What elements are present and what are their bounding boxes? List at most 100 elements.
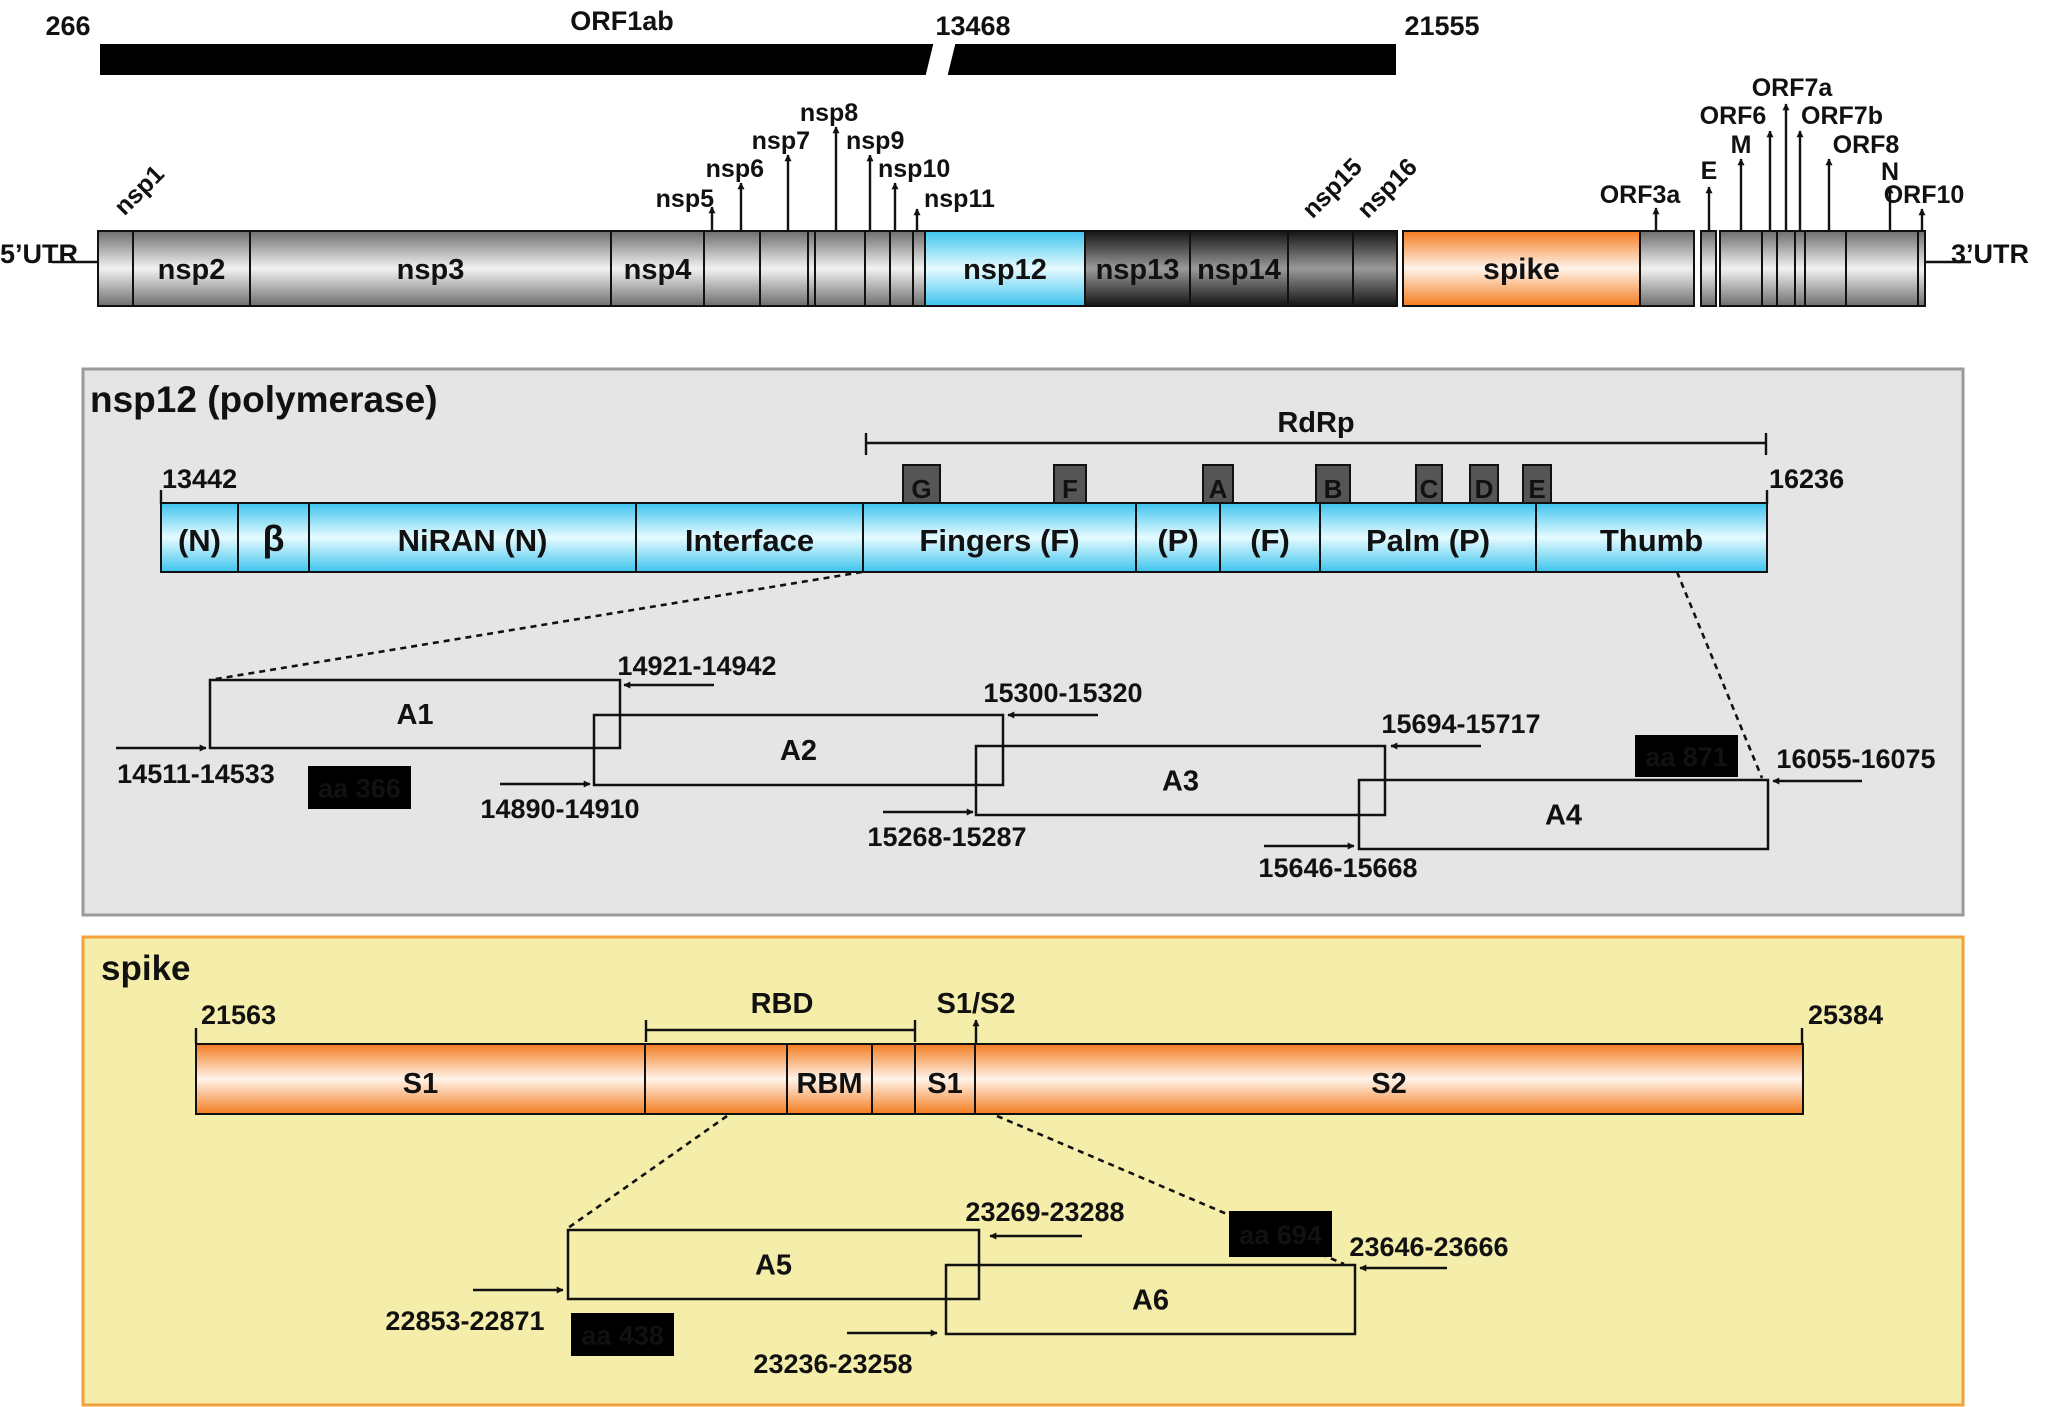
- nsp12-domain-label-3: Interface: [685, 523, 814, 558]
- primer-label-15694-15717: 15694-15717: [1381, 709, 1540, 739]
- nsp12-domain-label-4: Fingers (F): [919, 523, 1079, 558]
- motif-label-F: F: [1062, 474, 1078, 504]
- segment-nsp15: [1287, 230, 1354, 307]
- spike-panel-title: spike: [101, 949, 191, 988]
- aa-tag-box-1: [1229, 1211, 1332, 1257]
- aa-tag-aa-694: aa 694: [1239, 1220, 1322, 1250]
- spike-domain-label-4: S1: [927, 1068, 962, 1100]
- callout-n: N: [1881, 158, 1899, 186]
- callout-orf7b: ORF7b: [1801, 102, 1883, 130]
- spike-aa-tags: aa 438 aa 694: [571, 1211, 1332, 1356]
- amplicon-a6: [944, 1263, 1357, 1336]
- segment-orf7b: [1794, 230, 1806, 307]
- callout-nsp6: nsp6: [706, 155, 764, 183]
- motif-label-A: A: [1209, 474, 1228, 504]
- segment-label-nsp14: nsp14: [1197, 254, 1281, 286]
- amplicon-label-a5: A5: [755, 1250, 792, 1282]
- primer-label-22853-22871: 22853-22871: [385, 1306, 544, 1336]
- segment-nsp1: [97, 230, 134, 307]
- segment-orf7a: [1776, 230, 1796, 307]
- spike-domain-label-0: S1: [403, 1068, 438, 1100]
- zoom-line-left: [209, 570, 863, 682]
- nsp12-domain-6: [1219, 502, 1321, 573]
- motif-box-E: [1522, 464, 1552, 509]
- orf1ab-break: 13468: [935, 11, 1010, 41]
- spike-domain-5: [974, 1043, 1804, 1115]
- aa-tag-box-0: [308, 766, 411, 809]
- rbd-label: RBD: [751, 988, 814, 1020]
- rdrp-label: RdRp: [1277, 407, 1354, 439]
- nsp12-domain-label-7: Palm (P): [1366, 523, 1490, 558]
- segment-nsp3: [249, 230, 612, 307]
- callout-e: E: [1701, 157, 1718, 185]
- spike-domain-0: [195, 1043, 646, 1115]
- segment-orf3a: [1639, 230, 1695, 307]
- segment-orf8: [1804, 230, 1847, 307]
- motif-box-G: [902, 464, 941, 509]
- spike-zoom-line-right: [996, 1114, 1345, 1266]
- amplicon-a4: [1357, 778, 1770, 851]
- nsp12-domain-label-8: Thumb: [1600, 523, 1703, 558]
- callout-m: M: [1731, 131, 1752, 159]
- utr3-label: 3’UTR: [1951, 239, 2029, 269]
- zoom-line-right: [1675, 571, 1764, 779]
- segment-nsp6: [759, 230, 809, 307]
- nsp12-domain-0: [160, 502, 239, 573]
- segment-nsp7: [807, 230, 816, 307]
- amplicon-label-a2: A2: [780, 735, 817, 767]
- primer-label-15300-15320: 15300-15320: [983, 678, 1142, 708]
- segment-e: [1700, 230, 1717, 307]
- amplicon-label-a6: A6: [1132, 1285, 1169, 1317]
- callout-orf3a: ORF3a: [1600, 181, 1682, 209]
- callout-nsp15: nsp15: [1297, 153, 1368, 224]
- callout-nsp5: nsp5: [656, 185, 714, 213]
- callout-orf8: ORF8: [1833, 131, 1900, 159]
- segment-label-nsp13: nsp13: [1096, 254, 1180, 286]
- primer-label-14511-14533: 14511-14533: [117, 759, 275, 789]
- nsp12-domain-4: [862, 502, 1137, 573]
- segment-m: [1719, 230, 1763, 307]
- spike-domain-1: [644, 1043, 788, 1115]
- callout-nsp11: nsp11: [924, 185, 995, 213]
- callout-orf10: ORF10: [1884, 181, 1965, 209]
- motif-label-D: D: [1475, 474, 1494, 504]
- amplicon-label-a3: A3: [1162, 766, 1199, 798]
- segment-nsp2: [132, 230, 251, 307]
- nsp12-domain-3: [635, 502, 864, 573]
- nsp12-domain-label-0: (N): [178, 523, 221, 558]
- primer-label-15268-15287: 15268-15287: [867, 822, 1026, 852]
- motif-label-C: C: [1420, 474, 1439, 504]
- nsp12-domain-label-1: β: [263, 518, 285, 559]
- nsp12-domain-8: [1535, 502, 1768, 573]
- callout-nsp7: nsp7: [752, 127, 810, 155]
- segment-label-nsp3: nsp3: [397, 254, 465, 286]
- nsp12-domain-2: [308, 502, 637, 573]
- motif-box-D: [1469, 464, 1499, 509]
- callout-nsp10: nsp10: [878, 155, 950, 183]
- segment-nsp9: [864, 230, 891, 307]
- nsp12-domain-label-2: NiRAN (N): [398, 523, 548, 558]
- callout-orf6: ORF6: [1700, 102, 1767, 130]
- primer-label-14921-14942: 14921-14942: [617, 651, 776, 681]
- primer-label-14890-14910: 14890-14910: [480, 794, 639, 824]
- aa-tag-aa-366: aa 366: [318, 774, 401, 804]
- spike-domain-label-2: RBM: [796, 1068, 862, 1100]
- spike-end: 25384: [1808, 1000, 1883, 1030]
- spike-start: 21563: [201, 1000, 276, 1030]
- nsp12-primers: 14921-1494215300-1532015694-1571716055-1…: [116, 651, 1936, 883]
- aa-tag-box-1: [1635, 735, 1738, 777]
- nsp12-end: 16236: [1769, 464, 1844, 494]
- callout-nsp1: nsp1: [109, 160, 170, 221]
- orf1ab-label: ORF1ab: [570, 6, 674, 36]
- aa-tag-aa-438: aa 438: [581, 1321, 664, 1351]
